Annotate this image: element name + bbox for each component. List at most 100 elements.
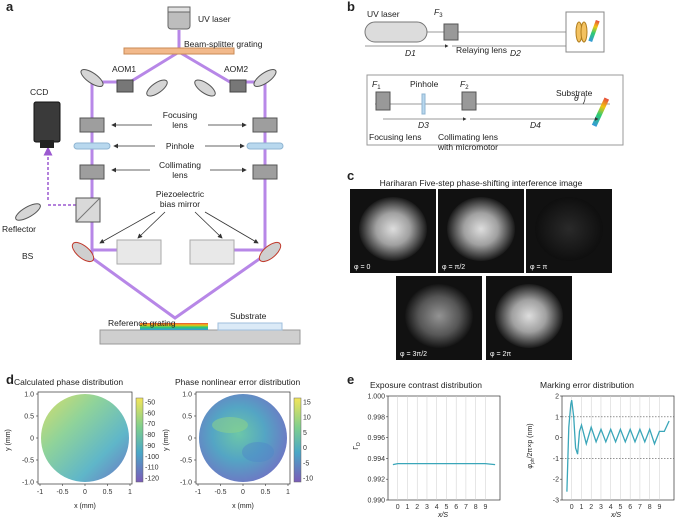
x-tick-label: 5 (618, 504, 622, 511)
mirror-icon (80, 68, 104, 88)
d-right-heatmap (199, 394, 287, 482)
beam-splitter-grating-label: Beam-splitter grating (184, 39, 263, 49)
x-tick-label: 9 (483, 504, 487, 511)
aom1 (116, 79, 134, 93)
y-tick-label: -1.0 (180, 480, 192, 487)
aom2 (229, 79, 247, 93)
aom1-label: AOM1 (112, 64, 136, 74)
y-tick-label: -0.5 (22, 458, 34, 465)
phase-image-tile: φ = π (526, 189, 612, 273)
x-tick-label: 3 (599, 504, 603, 511)
x-tick-label: 0 (570, 504, 574, 511)
y-tick-label: 0 (188, 436, 192, 443)
x-tick-label: 7 (638, 504, 642, 511)
mirror-icon (71, 241, 95, 263)
x-tick-label: 8 (474, 504, 478, 511)
x-tick-label: 2 (589, 504, 593, 511)
colorbar-tick-label: -50 (145, 400, 155, 407)
colorbar-tick-label: 0 (303, 445, 307, 452)
piezo-mirror-right (189, 239, 235, 265)
colorbar-tick-label: -10 (303, 476, 313, 483)
x-tick-label: 8 (648, 504, 652, 511)
focusing-lens-label-1: Focusing (163, 110, 198, 120)
x-tick-label: 0.5 (103, 489, 113, 496)
reflector-icon (15, 203, 41, 221)
y-tick-label: -3 (553, 498, 559, 505)
theta-label: θ (574, 93, 579, 103)
interference-spot (447, 197, 515, 261)
mirror-icon (146, 79, 168, 97)
c-title: Hariharan Five-step phase-shifting inter… (380, 178, 583, 188)
x-tick-label: 0.5 (261, 489, 271, 496)
collimating-lens-label-1: Collimating (159, 160, 201, 170)
d3-label: D3 (418, 120, 429, 130)
d1-label: D1 (405, 48, 416, 58)
x-tick-label: 1 (406, 504, 410, 511)
d-right-ylabel: y (mm) (163, 429, 170, 451)
interference-spot (495, 284, 563, 348)
y-tick-label: 1 (555, 414, 559, 421)
y-tick-label: 2 (555, 394, 559, 401)
panel-b-letter: b (347, 0, 355, 14)
colorbar-tick-label: -100 (145, 454, 159, 461)
lens-stages (73, 117, 284, 180)
phase-label: φ = 2π (490, 351, 511, 358)
x-tick-label: 3 (425, 504, 429, 511)
e-left-ylabel: ΓD (353, 442, 362, 450)
d-right-colorbar (293, 397, 302, 483)
focusing-lens-f1 (375, 91, 391, 111)
x-tick-label: 0 (241, 489, 245, 496)
ccd-camera-icon (33, 101, 61, 143)
uv-laser-tube (364, 21, 428, 43)
y-tick-label: 1.000 (367, 394, 385, 401)
y-tick-label: 0.992 (367, 477, 385, 484)
relaying-lens-label: Relaying lens (456, 45, 507, 55)
b-pinhole-label: Pinhole (410, 79, 439, 89)
e-left-xlabel: x/S (437, 512, 448, 519)
d2-label: D2 (510, 48, 521, 58)
panel-c: c Hariharan Five-step phase-shifting int… (347, 168, 612, 360)
d-right-yticks: -1.0-0.500.51.0 (180, 392, 196, 487)
d-left-yticks: -1.0-0.500.51.0 (22, 392, 38, 487)
y-tick-label: 0 (30, 436, 34, 443)
colorbar-tick-label: -70 (145, 421, 155, 428)
b-pinhole (421, 93, 426, 115)
y-tick-label: 1.0 (24, 392, 34, 399)
y-tick-label: 0 (555, 435, 559, 442)
collimating-lens-f2 (461, 91, 477, 111)
phase-label: φ = 3π/2 (400, 351, 427, 358)
y-tick-label: 0.994 (367, 456, 385, 463)
plot-area (387, 395, 501, 501)
colorbar-tick-label: -120 (145, 476, 159, 483)
x-tick-label: -1 (37, 489, 43, 496)
y-tick-label: -0.5 (180, 458, 192, 465)
interference-spot (535, 197, 603, 261)
x-tick-label: 7 (464, 504, 468, 511)
x-tick-label: 4 (435, 504, 439, 511)
b-focusing-lens-label: Focusing lens (369, 132, 421, 142)
panel-c-letter: c (347, 168, 354, 183)
colorbar-tick-label: -110 (145, 465, 159, 472)
x-tick-label: 5 (444, 504, 448, 511)
piezo-mirror-left (116, 239, 162, 265)
x-tick-label: -0.5 (214, 489, 226, 496)
panel-b: b UV laser F3 Relaying lens D1 D2 F1 Pin… (347, 0, 624, 152)
e-right-title: Marking error distribution (540, 380, 634, 390)
x-tick-label: 0 (83, 489, 87, 496)
y-tick-label: -1.0 (22, 480, 34, 487)
x-tick-label: 4 (609, 504, 613, 511)
phase-image-tile: φ = π/2 (438, 189, 524, 273)
x-tick-label: -0.5 (56, 489, 68, 496)
reflector-label: Reflector (2, 224, 36, 234)
phase-label: φ = π (530, 264, 548, 271)
panel-a: a UV laser Beam-splitter grating AOM1 AO… (2, 0, 301, 345)
d4-label: D4 (530, 120, 541, 130)
interference-spot (359, 197, 427, 261)
colorbar-tick-label: 10 (303, 415, 311, 422)
x-tick-label: 6 (454, 504, 458, 511)
